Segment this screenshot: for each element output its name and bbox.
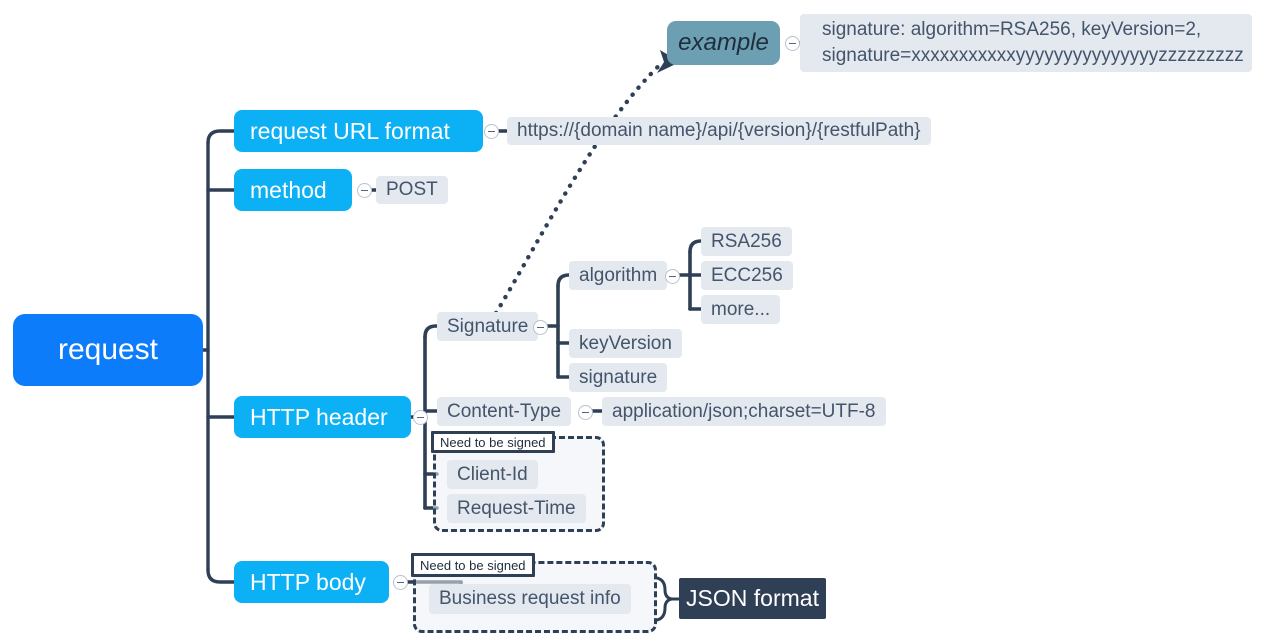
label-example-value: signature: algorithm=RSA256, keyVersion=… [800, 14, 1252, 72]
branch-http-header[interactable]: HTTP header [234, 396, 411, 438]
label-signature-field-text: signature [579, 366, 658, 388]
collapse-toggle-icon-signature[interactable] [533, 320, 548, 335]
label-content-type-text: Content-Type [447, 400, 562, 422]
label-algo-more-text: more... [711, 298, 771, 320]
root-node-label: request [57, 333, 159, 366]
branch-method[interactable]: method [234, 169, 352, 211]
label-client-id-text: Client-Id [457, 463, 528, 485]
annotation-need-to-be-signed-body-text: Need to be signed [420, 557, 526, 573]
label-algo-ecc256: ECC256 [701, 261, 793, 290]
label-algorithm[interactable]: algorithm [569, 261, 668, 290]
node-example-label: example [678, 29, 769, 56]
label-algo-ecc256-text: ECC256 [711, 264, 783, 286]
label-method-value-text: POST [386, 179, 438, 200]
label-content-type-value: application/json;charset=UTF-8 [602, 397, 886, 426]
root-node-request[interactable]: request [13, 314, 203, 386]
node-json-format[interactable]: JSON format [679, 578, 826, 619]
collapse-toggle-icon-algorithm[interactable] [665, 269, 680, 284]
label-content-type[interactable]: Content-Type [437, 397, 572, 426]
label-business-request-info-text: Business request info [439, 588, 621, 609]
label-request-time-text: Request-Time [457, 497, 576, 519]
annotation-need-to-be-signed-body: Need to be signed [411, 553, 535, 577]
collapse-toggle-icon-url-format[interactable] [484, 124, 499, 139]
label-client-id: Client-Id [447, 460, 538, 489]
label-business-request-info: Business request info [429, 584, 631, 614]
label-algo-rsa256: RSA256 [701, 227, 792, 256]
label-example-value-text: signature: algorithm=RSA256, keyVersion=… [822, 18, 1244, 66]
node-json-format-label: JSON format [686, 585, 819, 611]
label-key-version: keyVersion [569, 329, 682, 358]
collapse-toggle-icon-example[interactable] [785, 36, 800, 51]
collapse-toggle-icon-http-body[interactable] [393, 575, 408, 590]
branch-request-url-format[interactable]: request URL format [234, 110, 483, 152]
collapse-toggle-icon-http-header[interactable] [413, 410, 428, 425]
label-content-type-value-text: application/json;charset=UTF-8 [612, 400, 876, 422]
node-example[interactable]: example [667, 21, 780, 65]
branch-method-label: method [250, 176, 327, 203]
label-signature-text: Signature [447, 315, 529, 337]
label-request-time: Request-Time [447, 494, 586, 523]
label-key-version-text: keyVersion [579, 332, 672, 354]
label-url-value-text: https://{domain name}/api/{version}/{res… [517, 120, 921, 141]
branch-http-header-label: HTTP header [250, 403, 388, 430]
collapse-toggle-icon-method[interactable] [357, 183, 372, 198]
label-algo-more[interactable]: more... [701, 295, 781, 324]
branch-http-body-label: HTTP body [250, 568, 366, 595]
branch-request-url-format-label: request URL format [250, 117, 450, 144]
label-url-value: https://{domain name}/api/{version}/{res… [507, 117, 931, 145]
label-signature[interactable]: Signature [437, 312, 539, 341]
label-algo-rsa256-text: RSA256 [711, 230, 782, 252]
branch-http-body[interactable]: HTTP body [234, 561, 389, 603]
annotation-need-to-be-signed-header: Need to be signed [431, 431, 555, 453]
label-algorithm-text: algorithm [579, 264, 658, 286]
annotation-need-to-be-signed-header-text: Need to be signed [440, 434, 546, 450]
label-method-value: POST [376, 176, 448, 204]
collapse-toggle-icon-content-type[interactable] [578, 405, 593, 420]
label-signature-field: signature [569, 363, 668, 392]
